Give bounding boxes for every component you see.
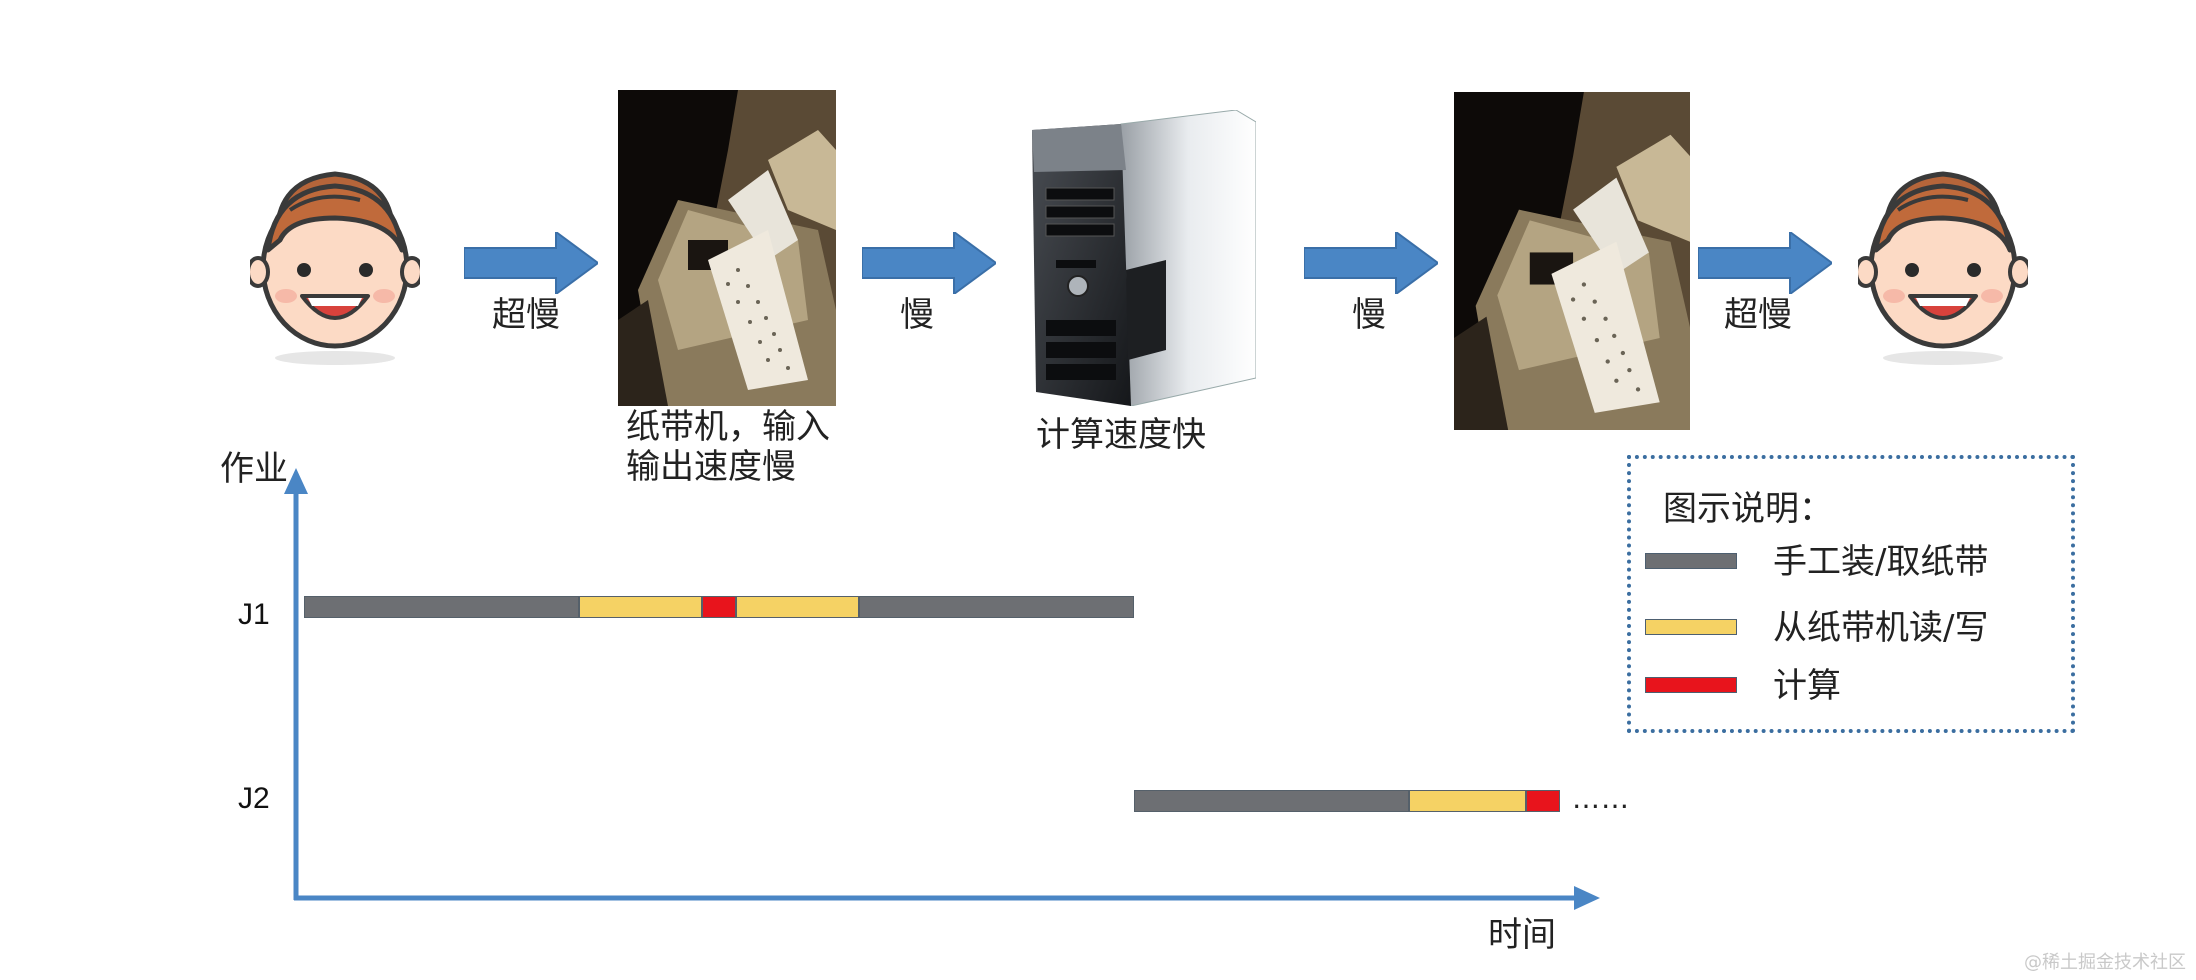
flow-arrow-3 (1304, 232, 1438, 294)
segment-manual (859, 596, 1134, 618)
legend-swatch-manual (1645, 553, 1737, 569)
job-row-j2 (304, 790, 1604, 812)
x-axis-label: 时间 (1488, 915, 1556, 955)
segment-manual (1134, 790, 1409, 812)
paper-tape-machine-image-left (618, 90, 836, 406)
segment-compute (702, 596, 736, 618)
arrow-label-2: 慢 (900, 295, 934, 335)
segment-io (1409, 790, 1526, 812)
legend-box: 图示说明： 手工装/取纸带 从纸带机读/写 计算 (1627, 455, 2075, 733)
segment-compute (1526, 790, 1560, 812)
arrow-label-3: 慢 (1352, 295, 1386, 335)
flow-arrow-4 (1698, 232, 1832, 294)
tape-caption-line1: 纸带机，输入 (626, 407, 830, 447)
tape-caption-line2: 输出速度慢 (626, 447, 796, 487)
y-axis-label: 作业 (220, 449, 288, 489)
legend-swatch-compute (1645, 677, 1737, 693)
job-label-j1: J1 (238, 598, 270, 631)
computer-tower-icon (1032, 110, 1256, 406)
legend-label-manual: 手工装/取纸带 (1773, 542, 1989, 582)
legend-swatch-io (1645, 619, 1737, 635)
legend-label-compute: 计算 (1773, 666, 1841, 706)
arrow-label-1: 超慢 (492, 295, 560, 335)
continuation-dots: …… (1572, 782, 1630, 815)
paper-tape-machine-image-right (1454, 92, 1690, 430)
job-row-j1 (304, 596, 1604, 618)
segment-manual (304, 596, 579, 618)
segment-io (736, 596, 859, 618)
job-label-j2: J2 (238, 782, 270, 815)
segment-io (579, 596, 702, 618)
legend-label-io: 从纸带机读/写 (1773, 608, 1989, 648)
computer-caption: 计算速度快 (1036, 415, 1206, 455)
watermark: @稀土掘金技术社区 (2024, 952, 2186, 973)
legend-item-compute: 计算 (1645, 663, 2065, 709)
legend-title: 图示说明： (1663, 489, 1833, 529)
user-face-icon-left (250, 171, 420, 365)
arrow-label-4: 超慢 (1724, 295, 1792, 335)
user-face-icon-right (1858, 171, 2028, 365)
flow-arrow-1 (464, 232, 598, 294)
flow-arrow-2 (862, 232, 996, 294)
legend-item-manual: 手工装/取纸带 (1645, 539, 2065, 585)
legend-item-io: 从纸带机读/写 (1645, 605, 2065, 651)
